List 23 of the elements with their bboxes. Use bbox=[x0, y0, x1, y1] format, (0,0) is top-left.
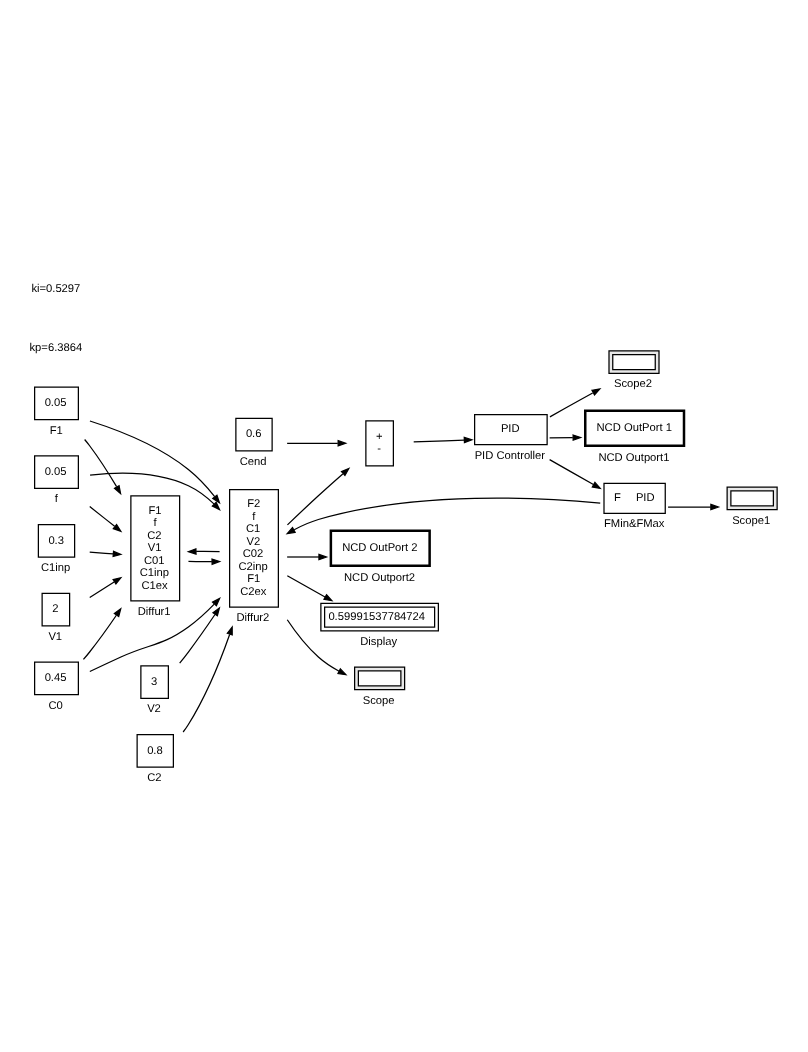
arrow bbox=[89, 549, 123, 557]
arrow bbox=[187, 557, 222, 565]
arrow bbox=[186, 546, 221, 554]
arrow bbox=[549, 433, 583, 441]
arrow bbox=[89, 575, 123, 598]
arrow bbox=[286, 618, 348, 675]
arrow bbox=[179, 605, 221, 663]
arrow bbox=[182, 624, 233, 732]
arrow bbox=[89, 471, 221, 510]
arrow bbox=[286, 466, 351, 525]
arrow bbox=[89, 419, 221, 504]
arrow bbox=[82, 606, 122, 660]
arrow bbox=[286, 574, 334, 601]
arrow bbox=[84, 437, 122, 495]
arrow bbox=[413, 435, 474, 443]
arrow bbox=[286, 438, 348, 446]
arrow bbox=[549, 387, 602, 417]
arrow bbox=[89, 596, 221, 672]
arrow bbox=[667, 502, 721, 510]
arrow bbox=[89, 504, 123, 532]
arrow bbox=[286, 552, 329, 560]
arrow bbox=[285, 496, 601, 534]
arrow bbox=[549, 458, 602, 489]
